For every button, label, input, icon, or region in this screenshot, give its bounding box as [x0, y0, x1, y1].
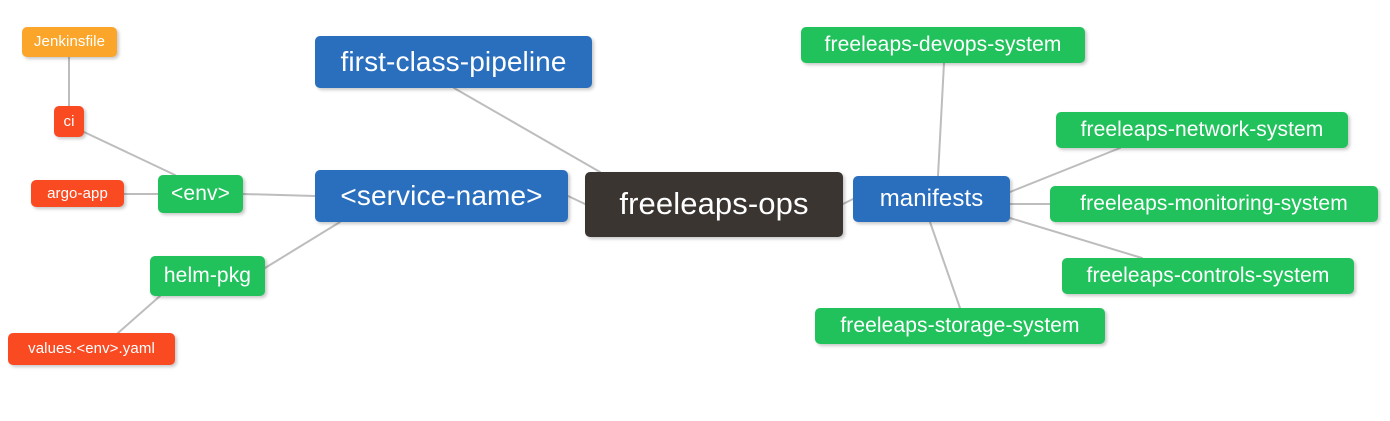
edge-manifests-to-devops: [937, 62, 945, 177]
mindmap-node-service[interactable]: <service-name>: [315, 170, 568, 222]
mindmap-node-devops[interactable]: freeleaps-devops-system: [801, 27, 1085, 63]
mindmap-node-label: ci: [63, 112, 75, 130]
mindmap-node-label: Jenkinsfile: [33, 33, 106, 51]
mindmap-node-jenkins[interactable]: Jenkinsfile: [22, 27, 117, 57]
mindmap-node-network[interactable]: freeleaps-network-system: [1056, 112, 1348, 148]
mindmap-node-argo[interactable]: argo-app: [31, 180, 124, 207]
mindmap-node-label: <service-name>: [340, 180, 543, 212]
mindmap-node-controls[interactable]: freeleaps-controls-system: [1062, 258, 1354, 294]
mindmap-node-env[interactable]: <env>: [158, 175, 243, 213]
edge-manifests-to-controls: [1009, 217, 1143, 259]
mindmap-node-label: freeleaps-controls-system: [1086, 263, 1330, 287]
mindmap-node-label: <env>: [171, 181, 230, 205]
mindmap-node-label: freeleaps-network-system: [1080, 117, 1324, 141]
mindmap-node-label: freeleaps-monitoring-system: [1080, 191, 1348, 215]
mindmap-node-pipeline[interactable]: first-class-pipeline: [315, 36, 592, 88]
mindmap-node-label: freeleaps-ops: [619, 186, 809, 222]
mindmap-node-label: argo-app: [47, 184, 108, 202]
edge-root-to-manifests: [842, 198, 854, 205]
mindmap-node-ci[interactable]: ci: [54, 106, 84, 137]
mindmap-node-label: values.<env>.yaml: [28, 340, 155, 358]
edge-manifests-to-storage: [929, 221, 961, 309]
mindmap-node-manifests[interactable]: manifests: [853, 176, 1010, 222]
mindmap-node-root[interactable]: freeleaps-ops: [585, 172, 843, 237]
mindmap-node-label: freeleaps-devops-system: [824, 32, 1062, 56]
mindmap-node-values[interactable]: values.<env>.yaml: [8, 333, 175, 365]
edge-service-to-helm: [264, 221, 341, 269]
edge-root-to-pipeline: [453, 87, 601, 173]
mindmap-node-label: manifests: [879, 185, 984, 213]
mindmap-node-label: freeleaps-storage-system: [840, 313, 1080, 337]
mindmap-node-helm[interactable]: helm-pkg: [150, 256, 265, 296]
mindmap-node-storage[interactable]: freeleaps-storage-system: [815, 308, 1105, 344]
mindmap-node-monitoring[interactable]: freeleaps-monitoring-system: [1050, 186, 1378, 222]
edge-service-to-env: [242, 193, 316, 197]
edge-root-to-service: [567, 195, 586, 205]
mindmap-node-label: first-class-pipeline: [340, 46, 567, 78]
edge-helm-to-values: [117, 295, 161, 334]
mindmap-node-label: helm-pkg: [163, 263, 252, 287]
edge-env-to-ci: [83, 131, 176, 176]
